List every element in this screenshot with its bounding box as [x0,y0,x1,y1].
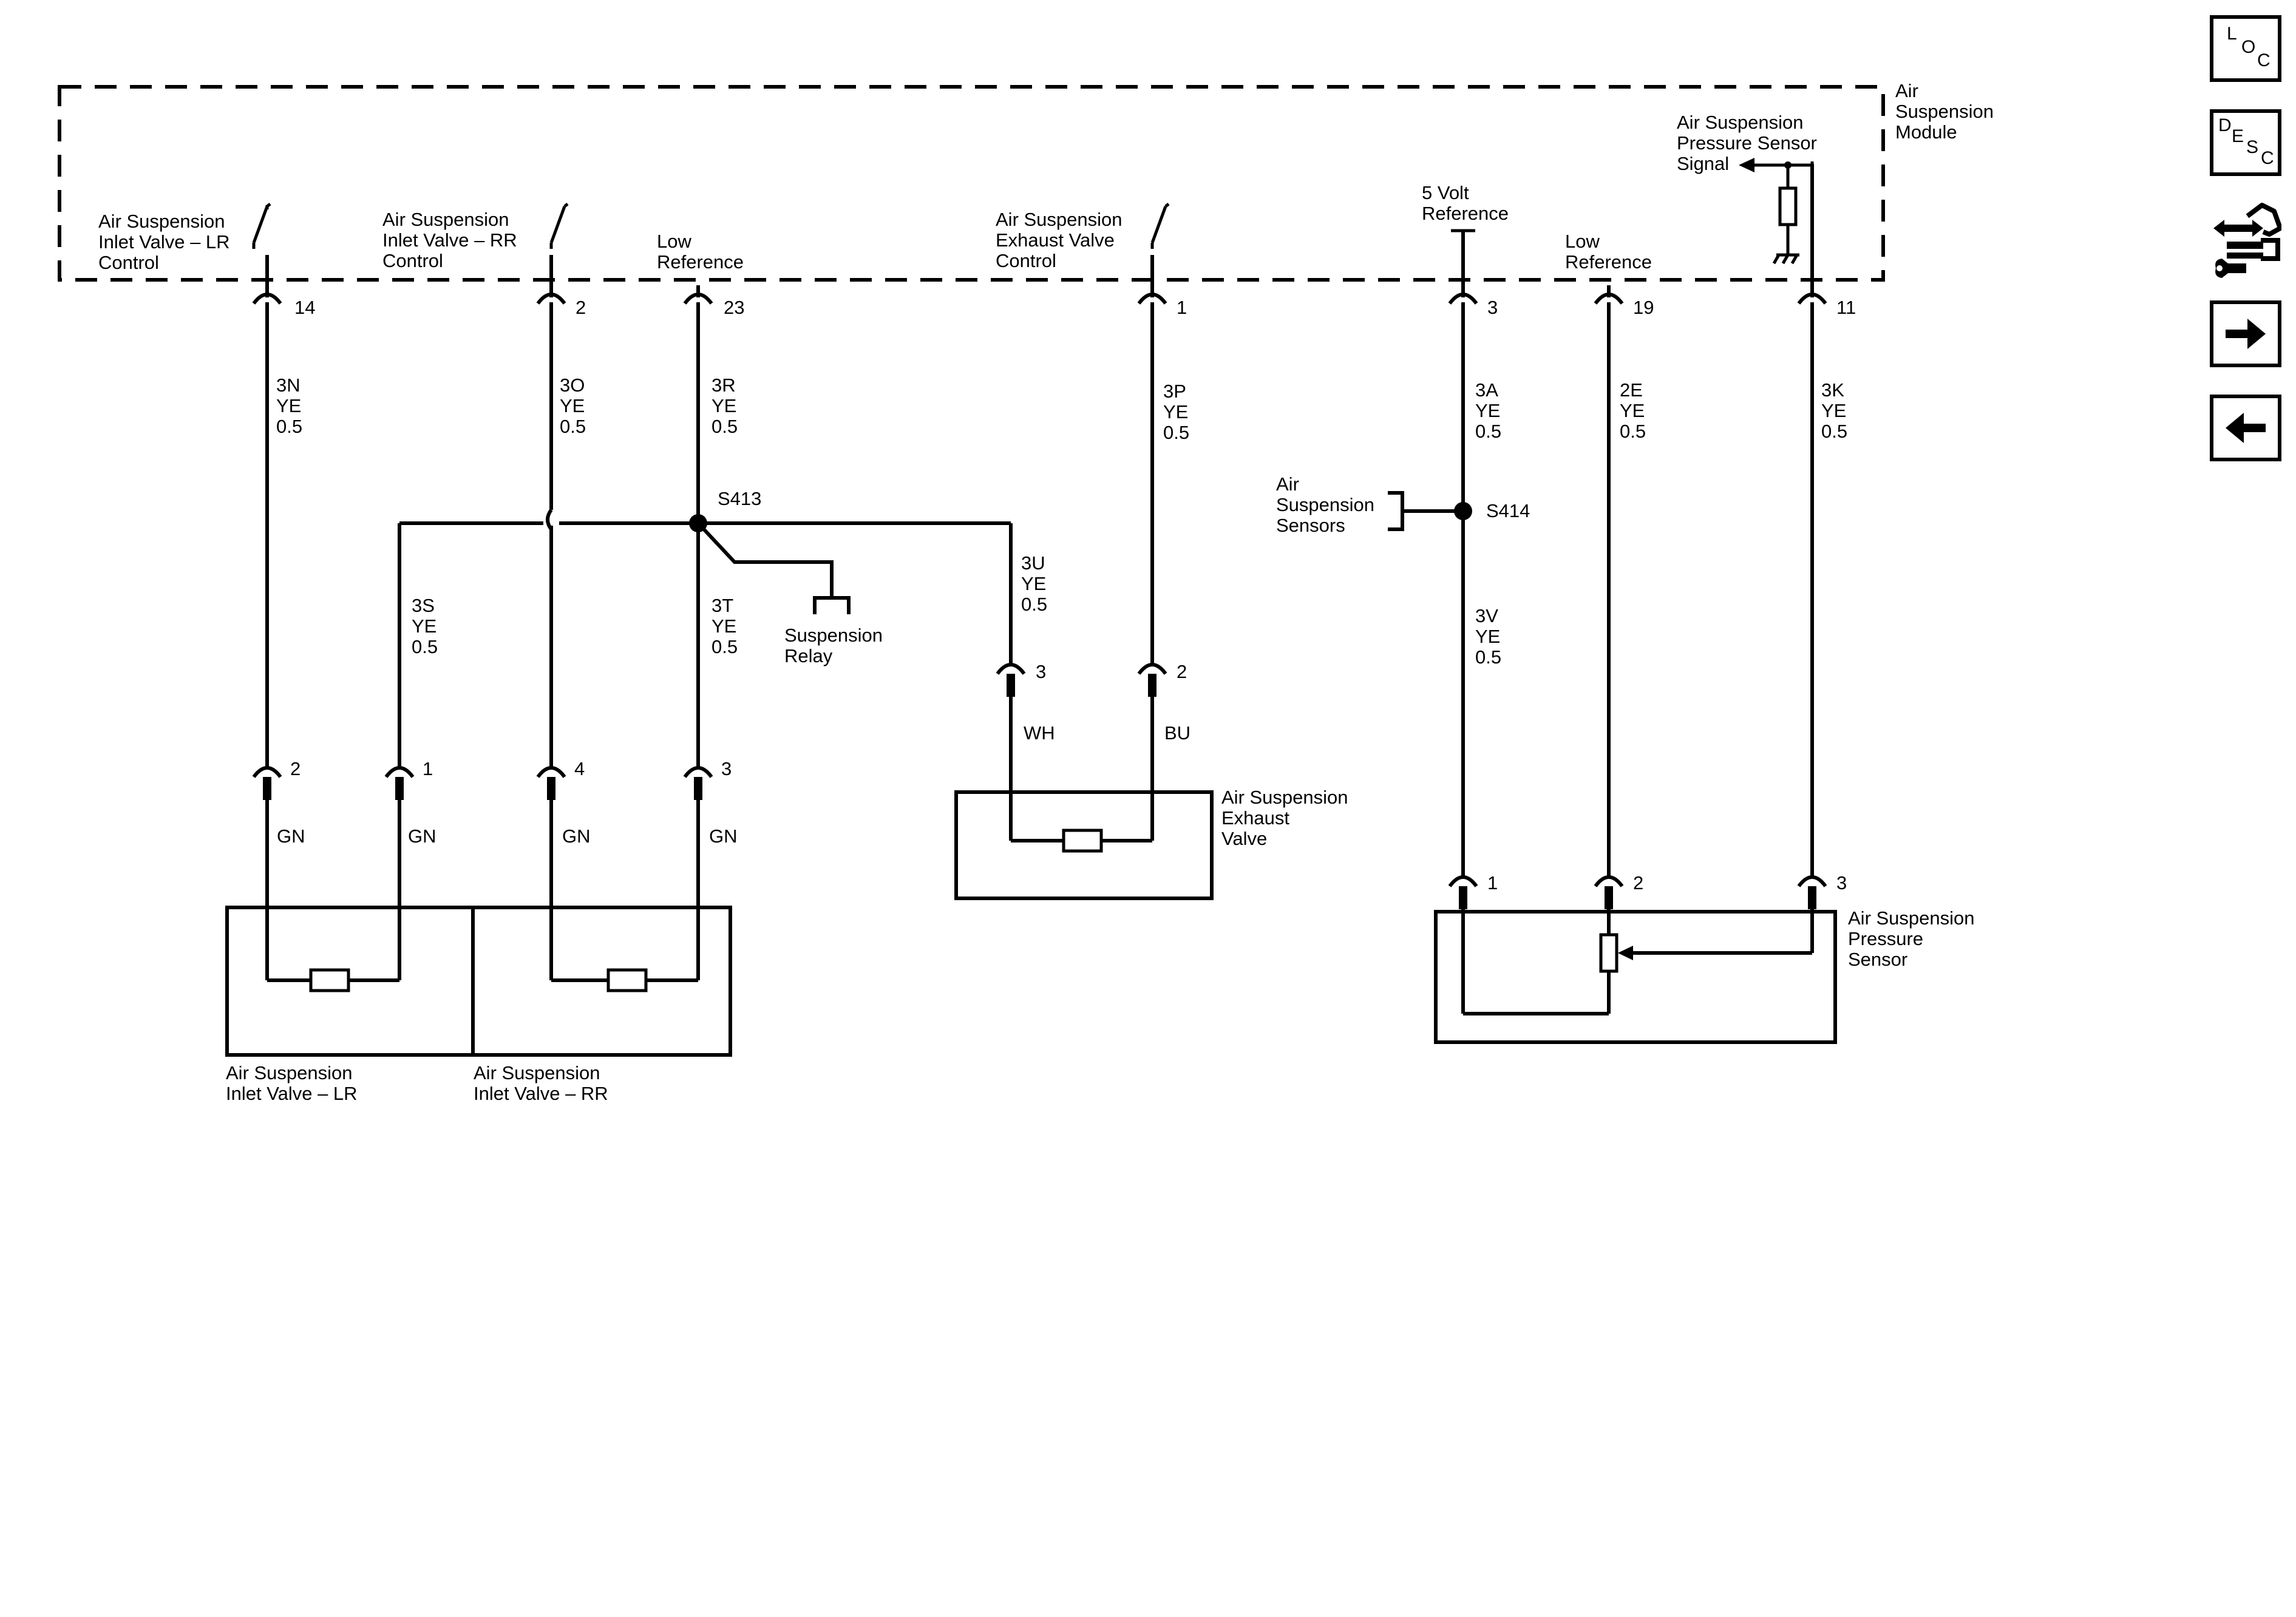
svg-text:2: 2 [576,297,586,318]
desc-letter-d: D [2218,115,2232,135]
desc-button[interactable]: D E S C [2210,109,2281,176]
svg-text:GN: GN [709,825,738,847]
svg-text:1: 1 [1487,872,1498,893]
desc-letter-s: S [2246,137,2259,157]
connector-info-icon[interactable] [2210,199,2283,284]
svg-text:2: 2 [1177,661,1187,682]
svg-text:GN: GN [277,825,305,847]
svg-text:11: 11 [1836,297,1856,318]
svg-text:S413: S413 [718,488,761,509]
svg-text:1: 1 [423,758,433,779]
back-arrow-button[interactable] [2210,395,2281,461]
svg-text:3: 3 [1836,872,1847,893]
desc-letter-e: E [2232,126,2244,146]
svg-text:BU: BU [1164,722,1190,744]
next-arrow-button[interactable] [2210,300,2281,367]
svg-text:GN: GN [562,825,591,847]
svg-text:GN: GN [408,825,436,847]
svg-text:4: 4 [574,758,585,779]
next-arrow-icon [2226,319,2266,349]
svg-text:2: 2 [1633,872,1643,893]
loc-letter-c: C [2257,50,2271,70]
svg-text:WH: WH [1024,722,1055,744]
svg-text:1: 1 [1177,297,1187,318]
svg-text:14: 14 [294,297,315,318]
module-boundary [58,85,1885,282]
connector-info-icon-graphic [2213,203,2283,278]
svg-text:3: 3 [721,758,732,779]
loc-letter-o: O [2241,37,2256,57]
svg-text:S414: S414 [1486,500,1530,521]
svg-text:2: 2 [290,758,301,779]
back-arrow-icon [2226,413,2266,443]
svg-text:19: 19 [1633,297,1654,318]
svg-text:3: 3 [1036,661,1046,682]
svg-text:3: 3 [1487,297,1498,318]
loc-button[interactable]: L O C [2210,15,2281,82]
desc-letter-c: C [2261,148,2274,168]
loc-letter-l: L [2227,24,2237,44]
svg-text:23: 23 [724,297,744,318]
